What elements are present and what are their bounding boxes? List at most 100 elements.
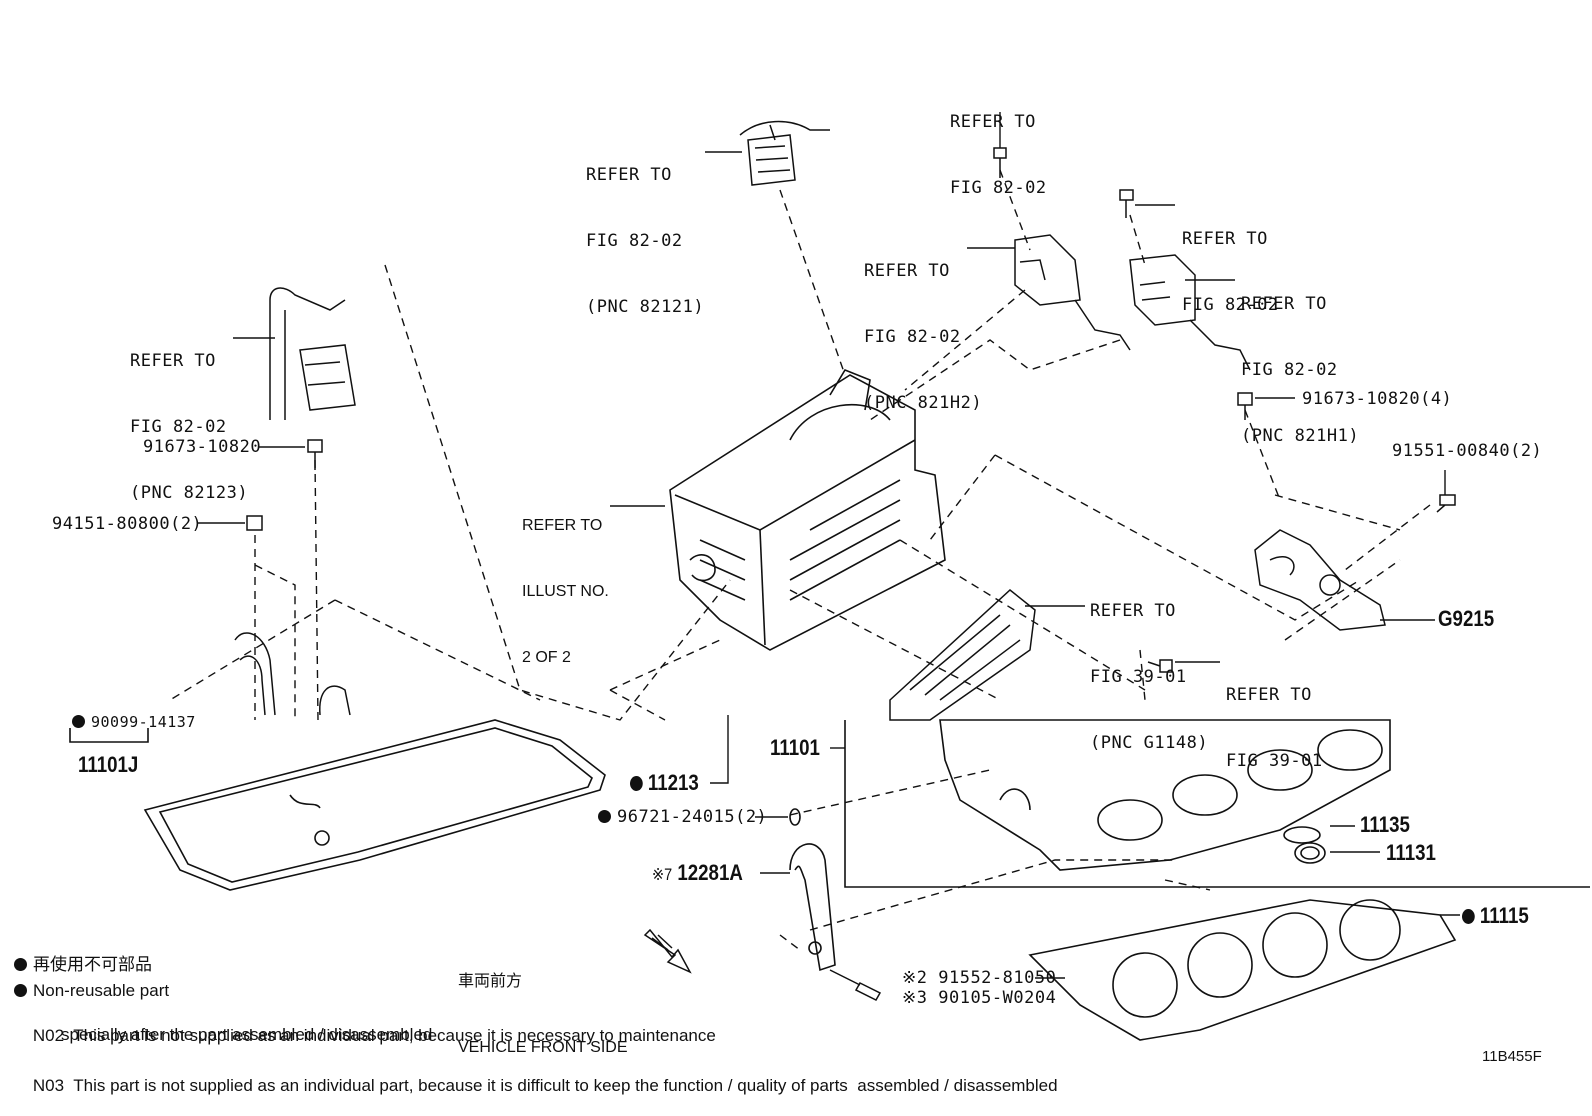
engine-block-illustration xyxy=(669,369,946,651)
non-reusable-icon xyxy=(14,984,27,997)
callout-line: FIG 82-02 xyxy=(1241,360,1338,380)
legend-text: 再使用不可部品 xyxy=(33,955,152,974)
callout-line: REFER TO xyxy=(1182,229,1268,249)
callout-line: 2 OF 2 xyxy=(522,649,571,666)
part-number-text: 96721-24015(2) xyxy=(617,807,768,827)
part-94151-80800: 94151-80800(2) xyxy=(52,514,203,534)
part-g9215: G9215 xyxy=(1438,606,1495,631)
sensor-821h1 xyxy=(1129,254,1251,371)
assembly-bracket-11101j xyxy=(69,728,149,743)
seals xyxy=(789,808,1326,864)
callout-line: FIG 82-02 xyxy=(586,231,683,251)
vehicle-front-en: VEHICLE FRONT SIDE xyxy=(458,1039,628,1056)
note-mark: ※7 xyxy=(652,865,673,884)
callout-line: (PNC G1148) xyxy=(1090,733,1209,753)
solid-leaders xyxy=(198,112,1460,979)
part-number-text: 11115 xyxy=(1479,903,1529,928)
callout-line: FIG 82-02 xyxy=(950,178,1047,198)
callout-ref-illust: REFER TO ILLUST NO. 2 OF 2 xyxy=(522,471,609,713)
callout-ref-39-01: REFER TO FIG 39-01 xyxy=(1226,640,1323,816)
cylinder-head-11101 xyxy=(939,719,1391,871)
callout-ref-821h1: REFER TO FIG 82-02 (PNC 821H1) xyxy=(1241,249,1359,491)
part-91551-00840: 91551-00840(2) xyxy=(1392,441,1543,461)
bolts xyxy=(246,147,1456,1001)
part-11135: 11135 xyxy=(1360,812,1410,837)
callout-ref-g1148: REFER TO FIG 39-01 (PNC G1148) xyxy=(1090,556,1208,798)
sensor-82123 xyxy=(269,287,356,420)
note-n02: N02 This part is not supplied as an indi… xyxy=(14,1006,716,1066)
callout-line: REFER TO xyxy=(522,517,603,534)
vehicle-front-label: 車両前方 VEHICLE FRONT SIDE xyxy=(458,927,628,1103)
callout-line: ILLUST NO. xyxy=(522,583,609,600)
sensor-821h2 xyxy=(1014,234,1131,351)
illustration-id: 11B455F xyxy=(1482,1048,1542,1065)
part-11115: 11115 xyxy=(1462,903,1529,929)
part-12281a: ※7 12281A xyxy=(652,860,743,886)
callout-ref-821h2: REFER TO FIG 82-02 (PNC 821H2) xyxy=(864,216,982,458)
part-number-text: 90105-W0204 xyxy=(938,988,1057,1008)
part-11213: 11213 xyxy=(630,770,699,796)
part-number-text: 11213 xyxy=(647,770,699,795)
legend-text: Non-reusable part xyxy=(33,981,170,1000)
note-code: N02 xyxy=(32,1026,65,1045)
callout-line: FIG 82-02 xyxy=(864,327,961,347)
vehicle-front-jp: 車両前方 xyxy=(458,973,523,990)
part-91552-81050: ※2 91552-81050 xyxy=(902,967,1056,989)
callout-line: (PNC 821H1) xyxy=(1241,426,1360,446)
callout-line: (PNC 82123) xyxy=(130,483,249,503)
connector-82121 xyxy=(739,120,830,186)
bracket-g9215 xyxy=(1254,529,1386,631)
note-n02-cont: specially after the part assembled / dis… xyxy=(61,1025,433,1044)
part-11101: 11101 xyxy=(770,735,820,760)
callout-line: (PNC 821H2) xyxy=(864,393,983,413)
part-11101j: 11101J xyxy=(78,752,139,777)
callout-line: REFER TO xyxy=(1241,294,1327,314)
part-90099-14137: 90099-14137 xyxy=(72,711,196,733)
note-text: This part is not supplied as an individu… xyxy=(73,1076,1058,1095)
legend-jp: 再使用不可部品 xyxy=(14,955,152,975)
callout-line: REFER TO xyxy=(950,112,1036,132)
head-gasket-11115 xyxy=(1028,899,1457,1041)
hanger-12281a xyxy=(789,843,836,972)
callout-line: REFER TO xyxy=(864,261,950,281)
part-91673-10820-qty4: 91673-10820(4) xyxy=(1302,389,1453,409)
cover-gasket-11213 xyxy=(143,719,606,891)
callout-line: REFER TO xyxy=(586,165,672,185)
callout-line: FIG 39-01 xyxy=(1226,751,1323,771)
part-90105-w0204: ※3 90105-W0204 xyxy=(902,987,1056,1009)
part-number-text: 90099-14137 xyxy=(91,713,196,731)
callout-line: FIG 82-02 xyxy=(130,417,227,437)
front-arrow-icon xyxy=(643,928,692,974)
callout-line: (PNC 82121) xyxy=(586,297,705,317)
assembly-bracket-11101 xyxy=(844,720,1590,888)
note-n03: N03 This part is not supplied as an indi… xyxy=(14,1056,1058,1116)
note-mark: ※3 xyxy=(902,988,928,1008)
callout-ref-right-top: REFER TO FIG 82-02 xyxy=(1182,184,1279,360)
part-number-text: 12281A xyxy=(677,860,743,885)
note-mark: ※2 xyxy=(902,968,928,988)
callout-line: FIG 39-01 xyxy=(1090,667,1187,687)
part-96721-24015: 96721-24015(2) xyxy=(598,806,767,828)
callout-ref-82123: REFER TO FIG 82-02 (PNC 82123) xyxy=(130,306,248,548)
non-reusable-icon xyxy=(72,715,85,728)
callout-line: REFER TO xyxy=(1226,685,1312,705)
callout-ref-82121: REFER TO FIG 82-02 (PNC 82121) xyxy=(586,120,704,362)
legend-en: Non-reusable part xyxy=(14,981,169,1001)
callout-line: REFER TO xyxy=(130,351,216,371)
non-reusable-icon xyxy=(598,810,611,823)
callout-line: REFER TO xyxy=(1090,601,1176,621)
note-code: N03 xyxy=(32,1076,65,1095)
non-reusable-icon xyxy=(630,776,643,791)
callout-line: FIG 82-02 xyxy=(1182,295,1279,315)
timing-parts-left xyxy=(234,632,351,716)
part-g1148 xyxy=(889,589,1036,721)
part-91673-10820: 91673-10820 xyxy=(143,437,262,457)
part-11131: 11131 xyxy=(1386,840,1436,865)
non-reusable-icon xyxy=(1462,909,1475,924)
non-reusable-icon xyxy=(14,958,27,971)
callout-ref-top: REFER TO FIG 82-02 xyxy=(950,67,1047,243)
part-number-text: 91552-81050 xyxy=(938,968,1057,988)
note-text: This part is not supplied as an individu… xyxy=(73,1026,716,1045)
